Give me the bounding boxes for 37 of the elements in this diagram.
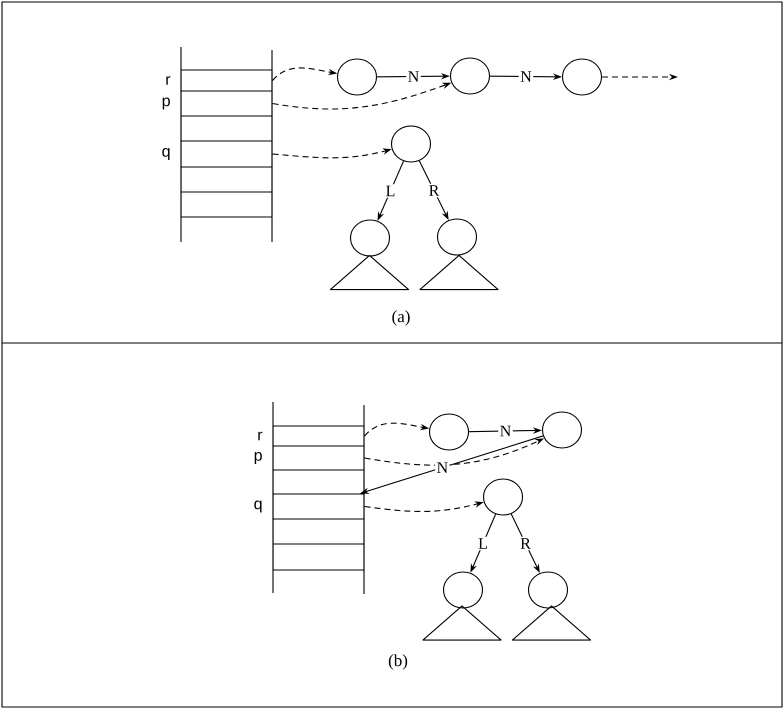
cell-label: r bbox=[258, 432, 262, 440]
edge-label: N bbox=[406, 70, 421, 84]
panel-caption: (a) bbox=[392, 310, 410, 326]
subtree-triangle bbox=[422, 605, 502, 641]
edge-label: R bbox=[427, 184, 441, 198]
cell-label: r bbox=[166, 76, 170, 85]
cell-label: p bbox=[162, 98, 170, 110]
stack-cell bbox=[180, 191, 273, 218]
edge-label: N bbox=[498, 424, 513, 438]
node-circle bbox=[562, 58, 602, 96]
stack-cell bbox=[272, 469, 365, 495]
node-circle bbox=[450, 57, 490, 95]
cell-label: q bbox=[254, 500, 262, 512]
node-circle bbox=[542, 411, 582, 449]
stack-cell bbox=[272, 518, 365, 545]
stack-cell bbox=[180, 166, 273, 193]
subtree-triangle bbox=[512, 605, 592, 641]
node-circle bbox=[528, 571, 568, 609]
cell-label: p bbox=[254, 452, 262, 464]
node-circle bbox=[436, 218, 478, 256]
panel-caption: (b) bbox=[388, 654, 408, 670]
node-circle bbox=[336, 58, 378, 96]
edge-label: L bbox=[384, 184, 397, 198]
subtree-triangle bbox=[330, 254, 410, 290]
subtree-triangle bbox=[419, 254, 499, 290]
cell-label: q bbox=[162, 148, 170, 160]
edge-label: N bbox=[518, 70, 534, 84]
edge-label: L bbox=[476, 536, 490, 550]
edge-label: R bbox=[518, 536, 532, 550]
node-circle bbox=[390, 125, 432, 163]
node-circle bbox=[442, 571, 484, 609]
node-circle bbox=[482, 478, 524, 516]
edge-label: N bbox=[435, 460, 450, 474]
node-circle bbox=[428, 413, 470, 451]
stack-cell bbox=[272, 543, 365, 571]
stack-cell bbox=[180, 115, 273, 142]
node-circle bbox=[350, 219, 390, 257]
